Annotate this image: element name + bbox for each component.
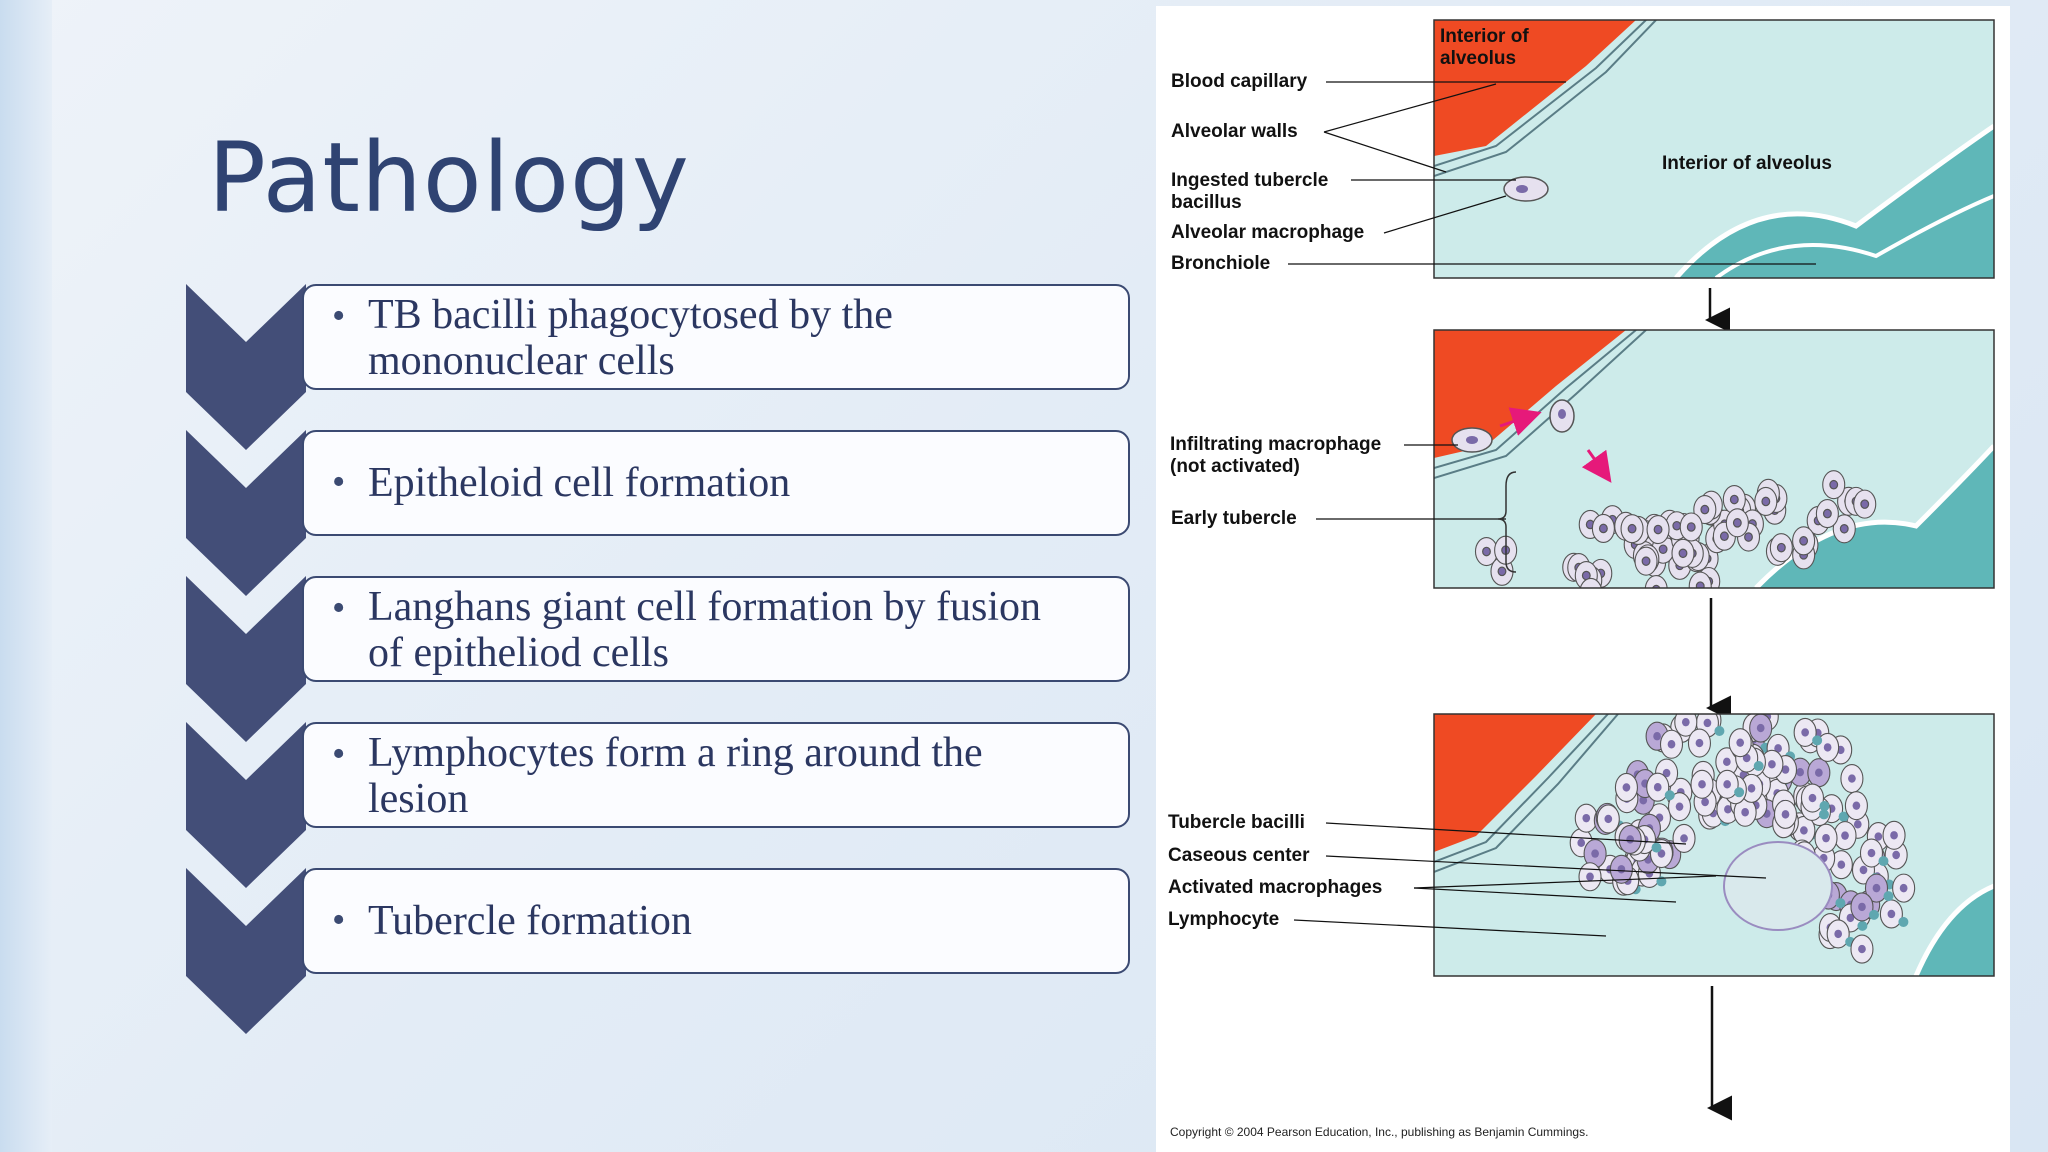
step-text-line2: lesion — [368, 776, 469, 822]
label-alveolar-walls: Alveolar walls — [1171, 121, 1298, 142]
step-text-line1: Epitheloid cell formation — [368, 460, 791, 506]
step-box-4: • Lymphocytes form a ring around the les… — [302, 722, 1130, 828]
label-infiltrating-macrophage: Infiltrating macrophage — [1170, 434, 1381, 455]
label-not-activated: (not activated) — [1170, 456, 1300, 477]
label-alveolar-macrophage: Alveolar macrophage — [1171, 222, 1364, 243]
label-tubercle-bacilli: Tubercle bacilli — [1168, 812, 1305, 833]
tubercle-formation-figure: Interior of alveolus Interior of alveolu… — [1156, 6, 2010, 1152]
panel-2-early-tubercle — [1433, 329, 1995, 589]
interior-of-alveolus-label-line1: Interior of — [1440, 26, 1529, 47]
bullet: • — [332, 461, 346, 503]
step-box-2: • Epitheloid cell formation — [302, 430, 1130, 536]
bracket — [1497, 471, 1517, 573]
label-bronchiole: Bronchiole — [1171, 253, 1270, 274]
interior-of-alveolus-main-label: Interior of alveolus — [1662, 153, 1832, 174]
label-early-tubercle: Early tubercle — [1171, 508, 1297, 529]
left-edge-decoration — [0, 0, 52, 1152]
step-box-5: • Tubercle formation — [302, 868, 1130, 974]
page-title: Pathology — [208, 122, 690, 234]
step-text-line1: Tubercle formation — [368, 898, 692, 944]
copyright-text: Copyright © 2004 Pearson Education, Inc.… — [1170, 1125, 1588, 1139]
bullet: • — [332, 587, 346, 629]
label-blood-capillary: Blood capillary — [1171, 71, 1308, 92]
chevron-arrow-icon — [186, 868, 306, 1034]
chevron-arrow-icon — [186, 722, 306, 888]
panel-1-alveolus — [1433, 19, 1995, 279]
step-text-line1: TB bacilli phagocytosed by the — [368, 292, 893, 338]
interior-of-alveolus-label-line2: alveolus — [1440, 48, 1516, 69]
label-caseous-center: Caseous center — [1168, 845, 1310, 866]
chevron-arrow-icon — [186, 576, 306, 742]
bullet: • — [332, 295, 346, 337]
label-bacillus: bacillus — [1171, 192, 1242, 213]
step-text-line2: of epitheliod cells — [368, 630, 669, 676]
label-lymphocyte: Lymphocyte — [1168, 909, 1279, 930]
chevron-arrow-icon — [186, 284, 306, 450]
label-ingested-tubercle: Ingested tubercle — [1171, 170, 1328, 191]
step-text-line1: Lymphocytes form a ring around the — [368, 730, 983, 776]
step-text-line1: Langhans giant cell formation by fusion — [368, 584, 1042, 630]
label-activated-macrophages: Activated macrophages — [1168, 877, 1382, 898]
bullet: • — [332, 733, 346, 775]
panel-3-mature-tubercle — [1433, 713, 1995, 977]
chevron-arrow-icon — [186, 430, 306, 596]
bullet: • — [332, 899, 346, 941]
step-box-1: • TB bacilli phagocytosed by the mononuc… — [302, 284, 1130, 390]
step-box-3: • Langhans giant cell formation by fusio… — [302, 576, 1130, 682]
step-text-line2: mononuclear cells — [368, 338, 675, 384]
